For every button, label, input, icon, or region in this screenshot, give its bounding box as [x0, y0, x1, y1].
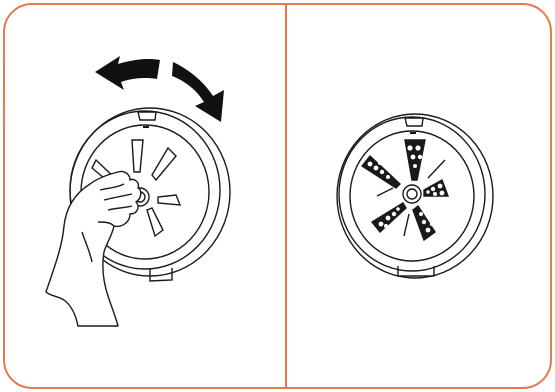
vent-disc-icon: [337, 114, 493, 278]
right-panel: [337, 114, 493, 278]
